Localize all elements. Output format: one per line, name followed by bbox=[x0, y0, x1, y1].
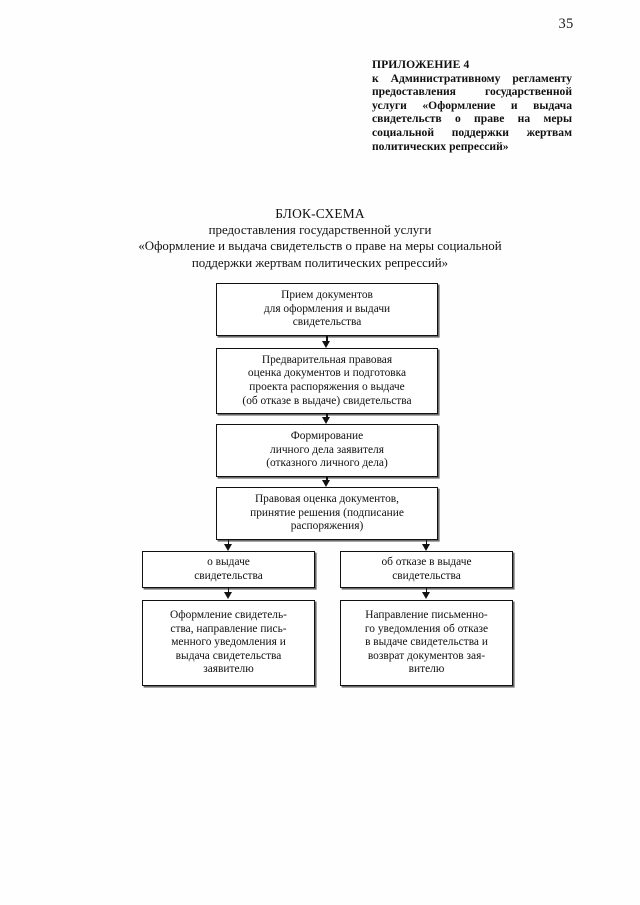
flow-node-form-personal-file: Формирование личного дела заявителя (отк… bbox=[216, 424, 438, 477]
title-subtitle-line-1: предоставления государственной услуги bbox=[208, 223, 432, 237]
flow-node-branch-issue-certificate: о выдаче свидетельства bbox=[142, 551, 315, 588]
connector-line-4-left bbox=[227, 540, 230, 545]
arrow-head-5-7 bbox=[223, 592, 232, 599]
flow-node-label: Оформление свидетель- ства, направление … bbox=[170, 609, 287, 676]
flow-node-refusal-outcome: Направление письменно- го уведомления об… bbox=[340, 600, 513, 686]
connector-line-6-8 bbox=[425, 588, 428, 593]
arrow-head-3-4 bbox=[322, 480, 331, 487]
flow-node-branch-refuse-certificate: об отказе в выдаче свидетельства bbox=[340, 551, 513, 588]
flow-node-label: Прием документов для оформления и выдачи… bbox=[263, 289, 391, 329]
flow-node-label: Формирование личного дела заявителя (отк… bbox=[266, 430, 388, 470]
flow-node-preliminary-legal-assessment: Предварительная правовая оценка документ… bbox=[216, 348, 438, 414]
flow-node-label: об отказе в выдаче свидетельства bbox=[381, 555, 472, 582]
connector-line-3-4 bbox=[326, 477, 328, 481]
connector-line-4-right bbox=[425, 540, 428, 545]
flow-node-label: Предварительная правовая оценка документ… bbox=[242, 353, 412, 407]
flow-node-issue-outcome: Оформление свидетель- ства, направление … bbox=[142, 600, 315, 686]
flow-node-label: Правовая оценка документов, принятие реш… bbox=[250, 493, 404, 533]
flow-node-receive-documents: Прием документов для оформления и выдачи… bbox=[216, 283, 438, 336]
flow-node-label: Направление письменно- го уведомления об… bbox=[364, 609, 489, 676]
document-title-block: БЛОК-СХЕМА предоставления государственно… bbox=[40, 206, 600, 271]
flow-node-label: о выдаче свидетельства bbox=[194, 555, 263, 582]
connector-line-1-2 bbox=[326, 336, 328, 342]
title-subtitle-line-3: поддержки жертвам политических репрессий… bbox=[191, 255, 449, 270]
connector-line-2-3 bbox=[326, 414, 328, 418]
flow-node-legal-assessment-decision: Правовая оценка документов, принятие реш… bbox=[216, 487, 438, 540]
appendix-reference-block: ПРИЛОЖЕНИЕ 4 к Административному регламе… bbox=[372, 58, 572, 153]
title-subtitle-line-2: «Оформление и выдача свидетельств о прав… bbox=[138, 239, 502, 253]
connector-line-5-7 bbox=[227, 588, 230, 593]
arrow-head-6-8 bbox=[421, 592, 430, 599]
arrow-head-1-2 bbox=[322, 341, 331, 348]
appendix-body-text: к Административному регламенту предостав… bbox=[372, 71, 572, 153]
arrow-head-2-3 bbox=[322, 417, 331, 424]
page-title: БЛОК-СХЕМА bbox=[275, 206, 365, 221]
arrow-head-4-left bbox=[223, 544, 232, 551]
page-number: 35 bbox=[558, 16, 574, 32]
arrow-head-4-right bbox=[421, 544, 430, 551]
appendix-heading: ПРИЛОЖЕНИЕ 4 bbox=[372, 58, 470, 71]
